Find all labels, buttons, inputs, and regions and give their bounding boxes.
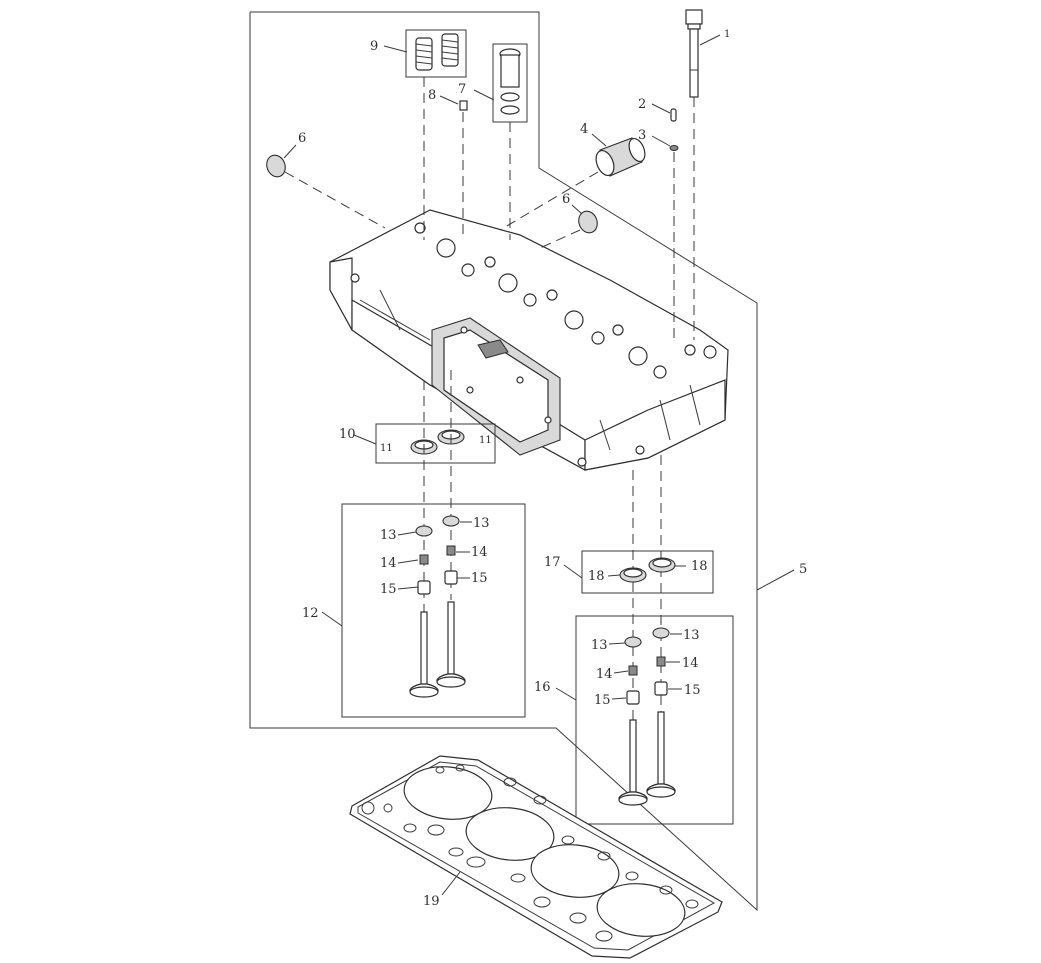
callout-12: 12 [302,606,319,621]
head-gasket [349,755,723,959]
phantom-sleeve-4 [499,171,599,231]
callout-14a: 14 [380,556,397,571]
leader-19 [441,871,461,896]
callout-18b: 18 [691,559,708,574]
leader-14a [397,559,419,564]
callout-5: 5 [799,562,807,577]
callout-11a: 11 [380,443,393,454]
leader-13c [608,642,626,645]
callout-3: 3 [638,128,646,143]
box-17 [581,550,714,594]
small-washer [669,145,679,151]
phantom-plug-right [539,229,581,249]
callout-6b: 6 [562,192,570,207]
valve-seal-18-left-inner [623,568,643,578]
leader-15a [397,586,419,590]
callout-15a: 15 [380,582,397,597]
box-12 [341,503,526,718]
plug-left [266,154,286,178]
callout-14b: 14 [471,545,488,560]
sleeve-bushing [595,137,646,177]
callout-18a: 18 [588,569,605,584]
callout-8: 8 [428,88,436,103]
small-bolt [459,100,468,111]
leader-15c [611,697,627,700]
leader-6b [571,204,583,215]
valve-group-right [618,627,676,806]
leader-4 [591,133,607,147]
box-9 [405,29,467,78]
plug-right [578,210,598,234]
injector-sleeve-kit [499,48,521,115]
callout-15b: 15 [471,571,488,586]
group-frame-5 [249,11,758,912]
leader-17 [563,564,583,579]
leader-2 [651,103,671,114]
callout-14c: 14 [596,667,613,682]
valve-group-left [409,515,466,698]
leader-8 [439,95,459,105]
callout-15d: 15 [684,683,701,698]
callout-16: 16 [534,680,551,695]
phantom-plug-left [284,171,386,229]
callout-10: 10 [339,427,356,442]
callout-13b: 13 [473,516,490,531]
callout-13a: 13 [380,528,397,543]
head-bolt [685,9,703,98]
callout-11b: 11 [479,435,492,446]
leader-1 [699,34,721,46]
leader-12 [321,611,343,627]
callout-13c: 13 [591,638,608,653]
valve-seal-18-right-inner [652,558,672,568]
callout-2: 2 [638,97,646,112]
leader-16 [555,687,577,701]
callout-17: 17 [544,555,561,570]
callout-6a: 6 [298,131,306,146]
leader-7 [473,89,495,101]
leader-6a [283,144,297,159]
leader-14c [613,670,629,674]
dowel-pin [670,108,677,122]
leader-9 [383,45,408,53]
leader-13a [397,531,417,536]
box-16 [575,615,734,825]
cylinder-head [329,209,729,472]
leader-5 [756,569,795,591]
leader-3 [651,135,671,147]
callout-15c: 15 [594,693,611,708]
callout-9: 9 [370,39,378,54]
leader-18a [607,574,621,577]
callout-14d: 14 [682,656,699,671]
callout-13d: 13 [683,628,700,643]
callout-1: 1 [724,29,730,40]
callout-4: 4 [580,122,588,137]
leader-10 [353,434,377,445]
callout-19: 19 [423,894,440,909]
valve-springs [415,33,459,71]
callout-7: 7 [458,82,466,97]
